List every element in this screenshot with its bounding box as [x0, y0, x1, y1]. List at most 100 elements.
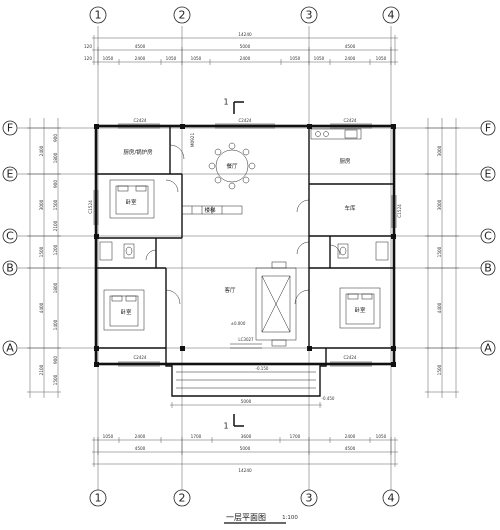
svg-text:1700: 1700	[191, 434, 202, 439]
svg-text:1: 1	[223, 422, 228, 431]
kitchen-counter-icon	[310, 128, 362, 140]
axis-bubble-bottom-3: 3	[300, 489, 318, 507]
svg-text:3000: 3000	[39, 199, 44, 210]
svg-text:4500: 4500	[135, 44, 146, 49]
axis-bubble-right-B: B	[480, 260, 496, 276]
svg-text:1500: 1500	[437, 364, 442, 375]
room-label-dining: 餐厅	[226, 162, 238, 170]
svg-text:3000: 3000	[437, 145, 442, 156]
bed-icon-nw	[109, 179, 155, 219]
svg-text:5000: 5000	[241, 399, 252, 404]
svg-text:1:100: 1:100	[282, 515, 298, 521]
axis-bubble-right-A: A	[480, 340, 496, 356]
svg-text:B: B	[484, 262, 492, 275]
svg-text:900: 900	[53, 180, 58, 188]
axis-bubble-right-E: E	[480, 166, 496, 182]
svg-text:E: E	[485, 168, 492, 181]
svg-text:1050: 1050	[103, 434, 114, 439]
svg-text:1: 1	[95, 9, 102, 22]
axis-bubble-left-B: B	[2, 260, 18, 276]
axis-bubble-left-A: A	[2, 340, 18, 356]
axis-bubble-left-F: F	[2, 120, 18, 136]
svg-text:F: F	[485, 122, 491, 135]
svg-text:1: 1	[95, 492, 102, 505]
svg-text:C2424: C2424	[134, 118, 147, 123]
svg-text:C1524: C1524	[397, 204, 402, 218]
svg-text:5000: 5000	[240, 446, 251, 451]
bathroom-fixtures-west	[99, 241, 135, 261]
svg-text:1050: 1050	[376, 56, 387, 61]
svg-text:2400: 2400	[345, 434, 356, 439]
room-label-living: 客厅	[224, 286, 236, 294]
axis-bubble-top-2: 2	[173, 6, 191, 24]
svg-text:A: A	[484, 342, 492, 355]
level-mark-outside: -0.450	[322, 396, 335, 401]
axis-bubble-top-4: 4	[382, 6, 400, 24]
svg-text:2: 2	[179, 9, 186, 22]
bed-icon-sw	[103, 289, 145, 331]
axis-bubble-bottom-4: 4	[382, 489, 400, 507]
svg-text:B: B	[6, 262, 14, 275]
living-sofa-icon	[255, 261, 297, 347]
drawing-title: 一层平面图 1:100	[224, 513, 298, 524]
room-label-kitchen: 厨房	[339, 157, 351, 165]
section-mark-bottom: 1	[223, 414, 244, 431]
svg-text:1700: 1700	[290, 434, 301, 439]
interior-walls	[96, 126, 394, 349]
axis-bubble-left-C: C	[2, 228, 18, 244]
svg-text:1050: 1050	[166, 56, 177, 61]
svg-text:4500: 4500	[135, 446, 146, 451]
svg-text:3600: 3600	[241, 434, 252, 439]
exterior-walls	[94, 124, 396, 366]
svg-text:1500: 1500	[437, 246, 442, 257]
room-label-storage: 车库	[344, 204, 356, 212]
svg-text:4400: 4400	[437, 302, 442, 313]
svg-text:900: 900	[53, 356, 58, 364]
svg-text:120: 120	[84, 44, 92, 49]
doors	[145, 144, 341, 305]
svg-text:3: 3	[306, 492, 313, 505]
dining-table-icon	[208, 142, 256, 190]
room-label-bedroom-nw: 卧室	[125, 198, 137, 206]
bathroom-fixtures-east	[337, 241, 389, 261]
svg-text:1800: 1800	[53, 152, 58, 163]
axis-bubble-right-F: F	[480, 120, 496, 136]
svg-text:1800: 1800	[53, 282, 58, 293]
axis-bubble-bottom-1: 1	[89, 489, 107, 507]
svg-text:1050: 1050	[103, 56, 114, 61]
door-tag-main: LC3027	[238, 337, 254, 342]
axis-bubble-top-1: 1	[89, 6, 107, 24]
svg-text:2100: 2100	[39, 364, 44, 375]
svg-text:1200: 1200	[53, 244, 58, 255]
svg-text:4500: 4500	[345, 446, 356, 451]
room-label-bedroom-se: 卧室	[354, 306, 366, 314]
svg-text:2100: 2100	[53, 220, 58, 231]
svg-text:14240: 14240	[238, 32, 252, 37]
svg-text:4400: 4400	[39, 302, 44, 313]
bed-icon-se	[339, 287, 381, 329]
svg-text:1500: 1500	[53, 199, 58, 210]
svg-text:900: 900	[53, 134, 58, 142]
svg-text:C2424: C2424	[344, 355, 357, 360]
structural-columns	[94, 124, 396, 367]
room-label-stair: 楼梯	[204, 206, 216, 214]
svg-text:A: A	[6, 342, 14, 355]
svg-text:3: 3	[306, 9, 313, 22]
svg-text:2400: 2400	[39, 145, 44, 156]
svg-text:1: 1	[223, 98, 228, 107]
room-label-bedroom-sw: 卧室	[120, 308, 132, 316]
svg-text:3000: 3000	[437, 199, 442, 210]
axis-bubble-left-E: E	[2, 166, 18, 182]
svg-text:1500: 1500	[53, 374, 58, 385]
level-mark-porch: -0.150	[256, 366, 269, 371]
door-tag: M0921	[190, 133, 195, 148]
svg-text:2400: 2400	[135, 56, 146, 61]
level-mark-living: ±0.000	[231, 321, 246, 326]
svg-text:1050: 1050	[314, 56, 325, 61]
svg-text:C2424: C2424	[239, 118, 252, 123]
right-dimension-chains: 3000 3000 1500 4400 1500	[425, 118, 459, 398]
bottom-dimension-chains: 1050 2400 1700 3600 1700 2400 1050 4500 …	[92, 399, 398, 473]
svg-text:2400: 2400	[135, 434, 146, 439]
axis-bubble-top-3: 3	[300, 6, 318, 24]
svg-text:C2424: C2424	[134, 355, 147, 360]
